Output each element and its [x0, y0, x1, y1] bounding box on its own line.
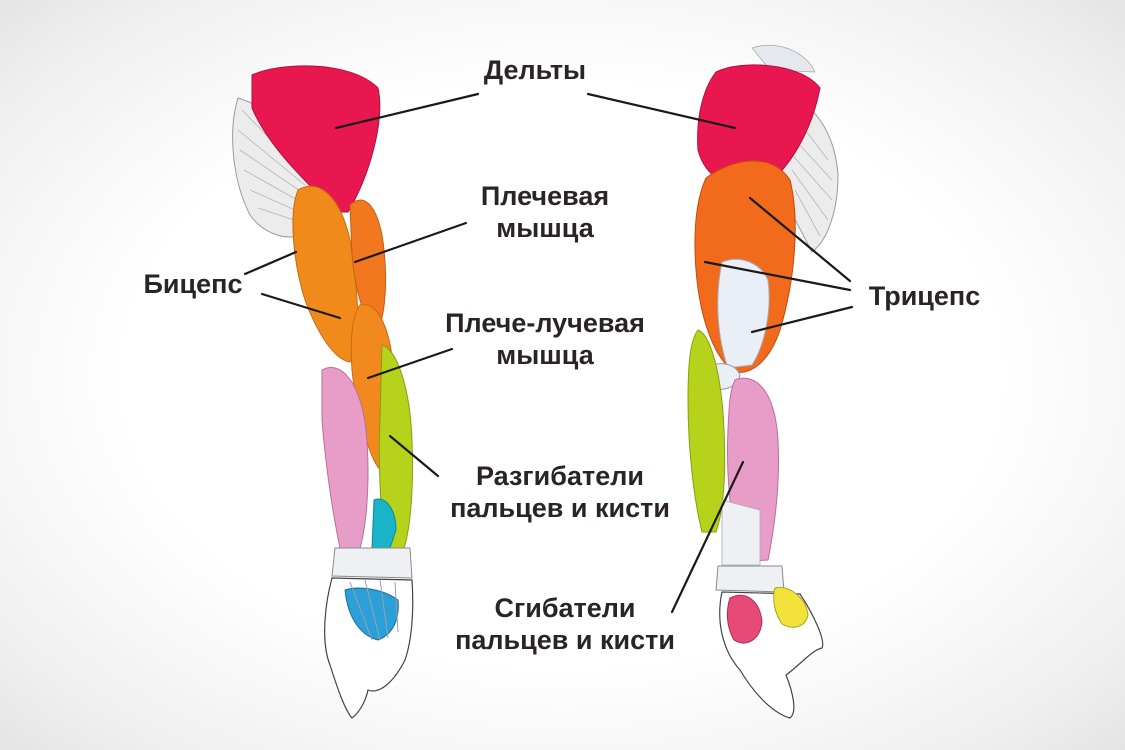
- left-deltoid: [251, 65, 381, 213]
- leader-lines: [243, 92, 854, 614]
- leader-triceps-upper: [748, 196, 852, 283]
- left-arm-front-view: [232, 65, 414, 719]
- right-thenar-pink: [726, 594, 763, 644]
- right-forearm-tendon-strip: [721, 499, 761, 566]
- leader-triceps-lower: [750, 305, 854, 334]
- left-brachialis: [349, 199, 387, 336]
- left-forearm-teal-muscle: [371, 498, 397, 549]
- label-brachialis: Плечевая мышца: [480, 181, 610, 243]
- label-flexors: Сгибатели пальцев и кисти: [455, 593, 675, 655]
- leader-brachioradialis: [366, 347, 454, 380]
- leader-deltoids-right: [586, 92, 737, 130]
- left-biceps: [292, 185, 359, 363]
- leader-deltoids-left: [334, 92, 480, 130]
- leader-biceps-upper: [243, 250, 298, 276]
- label-brachioradialis: Плече-лучевая мышца: [445, 308, 645, 370]
- right-triceps-tendon: [717, 258, 770, 369]
- label-extensors: Разгибатели пальцев и кисти: [450, 461, 670, 523]
- left-forearm-extensors: [378, 344, 414, 549]
- left-forearm-flexors: [321, 367, 369, 549]
- leader-flexors: [670, 460, 745, 614]
- left-palm-blue: [344, 587, 399, 641]
- left-wrist-retinaculum: [331, 547, 413, 579]
- right-wrist-retinaculum: [715, 565, 785, 593]
- leader-extensors: [388, 434, 440, 478]
- leader-biceps-lower: [260, 292, 342, 320]
- leader-brachialis: [353, 221, 468, 264]
- right-forearm-extensors: [687, 329, 726, 533]
- label-deltoids: Дельты: [483, 55, 587, 85]
- leader-triceps-middle: [703, 260, 852, 292]
- label-triceps: Трицепс: [868, 281, 981, 311]
- right-arm-back-view: [687, 44, 839, 719]
- right-hypothenar-yellow: [773, 587, 809, 628]
- label-biceps: Бицепс: [143, 269, 243, 299]
